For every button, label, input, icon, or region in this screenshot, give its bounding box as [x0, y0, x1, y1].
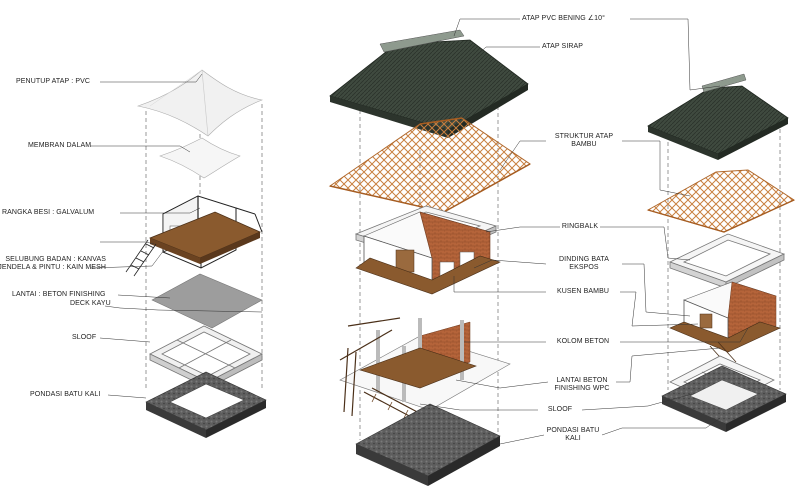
label-deck-kayu: DECK KAYU	[70, 300, 111, 307]
label-lantai-beton-center: LANTAI BETON	[556, 377, 608, 384]
label-sloof-left: SLOOF	[72, 334, 97, 341]
label-penutup-atap: PENUTUP ATAP : PVC	[16, 78, 91, 85]
shingle-roof-center	[329, 29, 529, 138]
label-atap-pvc-bening: ATAP PVC BENING ∠10°	[522, 15, 606, 22]
label-dinding-bata: DINDING BATA	[559, 256, 609, 263]
shingle-roof-right	[647, 73, 789, 160]
stone-foundation-left	[145, 371, 267, 438]
brick-walls-center	[355, 211, 501, 295]
inner-membrane	[159, 137, 241, 179]
right-building-module	[646, 73, 796, 432]
stone-foundation-center	[355, 403, 501, 486]
label-kali-center: KALI	[565, 435, 581, 442]
label-atap-sirap: ATAP SIRAP	[542, 43, 584, 50]
label-kolom-beton: KOLOM BETON	[556, 338, 610, 345]
center-building-module	[328, 29, 531, 486]
leader-lines	[89, 18, 749, 445]
stone-foundation-right	[661, 365, 787, 432]
label-ringbalk: RINGBALK	[561, 223, 599, 230]
label-kusen-bambu: KUSEN BAMBU	[556, 288, 610, 295]
label-selubung-badan: SELUBUNG BADAN : KANVAS	[5, 256, 106, 263]
label-pondasi-left: PONDASI BATU KALI	[30, 391, 101, 398]
steel-frame-body	[125, 195, 263, 277]
label-lantai-beton: LANTAI : BETON FINISHING	[12, 291, 106, 298]
floor-slab	[151, 273, 263, 329]
columns-and-floor-center	[339, 317, 511, 429]
label-finishing-wpc: FINISHING WPC	[554, 385, 610, 392]
label-sloof-center: SLOOF	[547, 406, 573, 413]
brick-walls-right	[669, 281, 781, 367]
bamboo-truss-right	[646, 169, 796, 233]
ringbalk-right	[668, 233, 786, 289]
left-tent-module	[125, 69, 267, 438]
label-membran-dalam: MEMBRAN DALAM	[28, 142, 92, 149]
label-ekspos: EKSPOS	[569, 264, 599, 271]
label-jendela-pintu: JENDELA & PINTU : KAIN MESH	[0, 264, 106, 271]
label-struktur-atap: STRUKTUR ATAP	[554, 133, 614, 140]
label-bambu: BAMBU	[571, 141, 597, 148]
label-pondasi-batu-center: PONDASI BATU	[546, 427, 600, 434]
label-rangka-besi: RANGKA BESI : GALVALUM	[2, 209, 95, 216]
pvc-roof-canopy	[136, 69, 264, 137]
